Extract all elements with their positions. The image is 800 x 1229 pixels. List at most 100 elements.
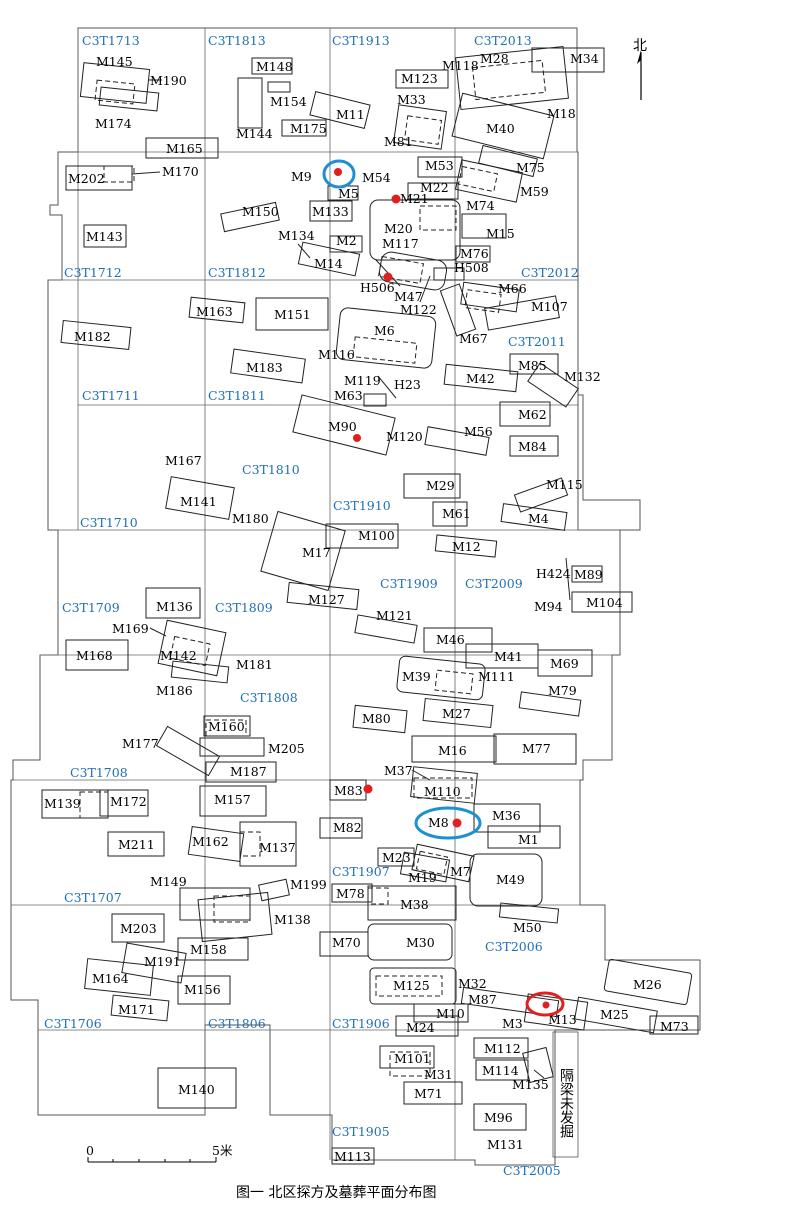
feature-label: M116 — [318, 347, 355, 362]
feature-label: M107 — [531, 299, 568, 314]
feature-label: H23 — [394, 377, 421, 392]
excavation-boundary — [10, 27, 701, 1166]
grid-label: C3T1711 — [82, 388, 140, 403]
feature-label: M12 — [452, 539, 481, 554]
feature-label: M42 — [466, 371, 495, 386]
feature-label: M18 — [547, 106, 576, 121]
grid-label: C3T2006 — [485, 939, 543, 954]
grid-label: C3T1806 — [208, 1016, 266, 1031]
blue-highlight-ring — [414, 806, 482, 840]
feature-label: M78 — [336, 886, 365, 901]
feature-label: M27 — [442, 706, 471, 721]
feature-label: M199 — [290, 877, 327, 892]
feature-label: M177 — [122, 736, 159, 751]
feature-label: H506 — [360, 280, 395, 295]
red-marker — [542, 1001, 550, 1009]
feature-label: M134 — [278, 228, 315, 243]
feature-label: M169 — [112, 621, 149, 636]
feature-label: M148 — [256, 59, 293, 74]
feature-label: M36 — [492, 808, 521, 823]
feature-label: M41 — [494, 649, 523, 664]
feature-label: M136 — [156, 599, 193, 614]
feature-label: M132 — [564, 369, 601, 384]
feature-label: M59 — [520, 184, 549, 199]
feature-label: M29 — [426, 478, 455, 493]
feature-label: M122 — [400, 302, 437, 317]
red-marker — [383, 272, 393, 282]
feature-label: M7 — [450, 864, 471, 879]
grid-label: C3T1706 — [44, 1016, 102, 1031]
feature-label: M170 — [162, 164, 199, 179]
feature-label: M121 — [376, 608, 413, 623]
feature-label: M75 — [516, 160, 545, 175]
feature-label: M6 — [374, 323, 395, 338]
feature-label: M38 — [400, 897, 429, 912]
grid-label: C3T1907 — [332, 864, 390, 879]
feature-label: M175 — [290, 121, 327, 136]
feature-label: M158 — [190, 942, 227, 957]
grid-label: C3T1812 — [208, 265, 266, 280]
grid-label: C3T2005 — [503, 1163, 561, 1178]
tomb-outlines — [41, 45, 699, 1165]
red-markers — [334, 168, 550, 1009]
feature-label: M113 — [334, 1149, 371, 1164]
feature-label: M26 — [633, 977, 662, 992]
feature-label: M2 — [336, 233, 357, 248]
grid-label: C3T1910 — [333, 498, 391, 513]
grid-label: C3T1811 — [208, 388, 266, 403]
feature-label: M156 — [184, 982, 221, 997]
feature-label: M118 — [442, 58, 479, 73]
feature-label: M8 — [428, 815, 449, 830]
feature-label: M180 — [232, 511, 269, 526]
feature-label: M168 — [76, 648, 113, 663]
feature-label: M87 — [468, 992, 497, 1007]
feature-label: M89 — [574, 567, 603, 582]
scale-bar — [87, 1157, 217, 1163]
feature-label: M163 — [196, 304, 233, 319]
grid-label: C3T2009 — [465, 576, 523, 591]
feature-label: M211 — [118, 837, 155, 852]
feature-label: M84 — [518, 439, 547, 454]
feature-label: M135 — [512, 1077, 549, 1092]
feature-label: M183 — [246, 360, 283, 375]
grid-label: C3T1906 — [332, 1016, 390, 1031]
feature-label: M191 — [144, 954, 181, 969]
feature-label: M141 — [180, 494, 217, 509]
feature-label: M10 — [436, 1006, 465, 1021]
feature-label: M61 — [442, 506, 471, 521]
grid-lines — [11, 28, 620, 1160]
feature-label: M46 — [436, 632, 465, 647]
feature-label: M1 — [518, 832, 539, 847]
feature-label: M32 — [458, 976, 487, 991]
feature-label: M149 — [150, 874, 187, 889]
red-marker — [363, 784, 373, 794]
feature-label: M160 — [208, 719, 245, 734]
feature-label: M182 — [74, 329, 111, 344]
feature-label: M131 — [487, 1137, 524, 1152]
feature-label: M66 — [498, 281, 527, 296]
feature-label: M11 — [336, 107, 365, 122]
feature-label: M140 — [178, 1082, 215, 1097]
feature-label: M157 — [214, 792, 251, 807]
red-marker — [452, 818, 462, 828]
feature-label: M17 — [302, 545, 331, 560]
feature-label: M13 — [548, 1012, 577, 1027]
grid-label: C3T1810 — [242, 462, 300, 477]
feature-label: M67 — [459, 331, 488, 346]
feature-label: M181 — [236, 657, 273, 672]
feature-label: M133 — [312, 204, 349, 219]
feature-label: M186 — [156, 683, 193, 698]
feature-label: M50 — [513, 920, 542, 935]
feature-label: M100 — [358, 528, 395, 543]
feature-label: M83 — [334, 783, 363, 798]
feature-label: M69 — [550, 656, 579, 671]
feature-label: M53 — [425, 158, 454, 173]
grid-label: C3T1713 — [82, 33, 140, 48]
figure-caption: 图一 北区探方及墓葬平面分布图 — [236, 1185, 436, 1201]
red-marker — [353, 434, 361, 442]
feature-label: M25 — [600, 1007, 629, 1022]
feature-label: M15 — [486, 226, 515, 241]
grid-label: C3T1709 — [62, 600, 120, 615]
red-marker — [391, 194, 401, 204]
feature-label: M104 — [586, 595, 623, 610]
